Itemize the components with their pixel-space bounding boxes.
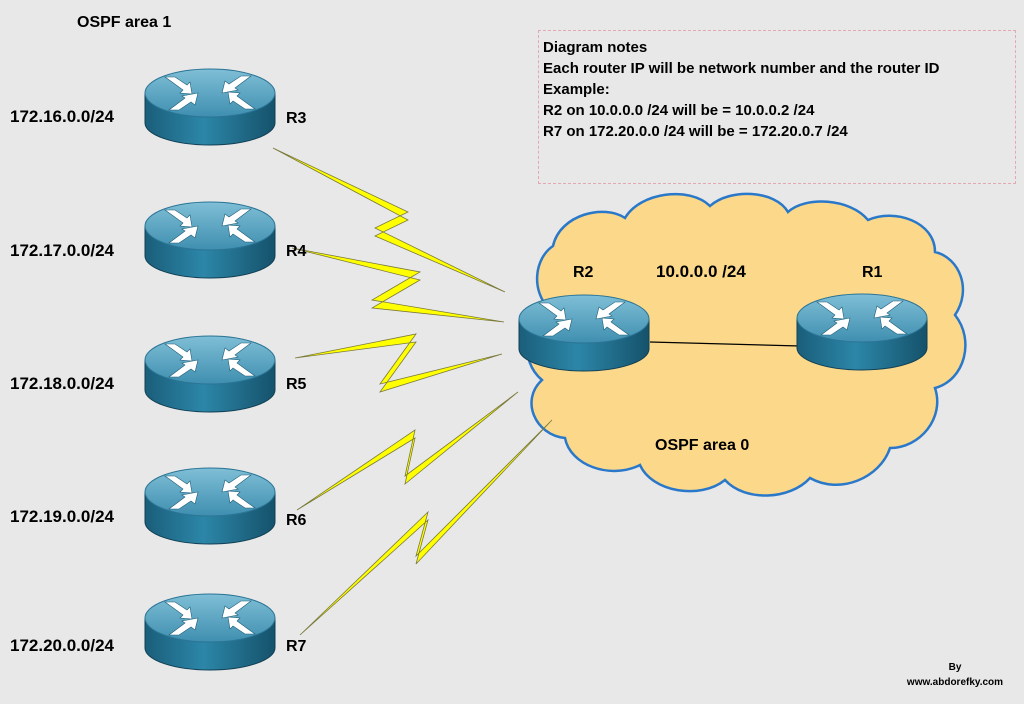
notes-line: Each router IP will be network number an… xyxy=(543,60,940,77)
notes-title: Diagram notes xyxy=(543,39,648,56)
credit: By www.abdorefky.com xyxy=(880,660,1024,690)
router-icon[interactable] xyxy=(796,293,928,371)
router-name-r4: R4 xyxy=(286,243,307,260)
router-icon[interactable] xyxy=(144,467,276,545)
area0-label: OSPF area 0 xyxy=(655,437,749,454)
router-icon[interactable] xyxy=(144,68,276,146)
router-name-r5: R5 xyxy=(286,376,307,393)
credit-by: By xyxy=(948,662,962,673)
ethernet-link-icon xyxy=(649,341,801,347)
serial-link-icon xyxy=(272,147,506,293)
notes-line: Example: xyxy=(543,81,610,98)
serial-links xyxy=(272,147,553,636)
router-name-r1: R1 xyxy=(862,264,883,281)
serial-link-icon xyxy=(299,419,553,636)
serial-link-icon xyxy=(296,391,519,511)
network-label-r5: 172.18.0.0/24 xyxy=(10,374,115,393)
router-icon[interactable] xyxy=(144,201,276,279)
router-icon[interactable] xyxy=(144,593,276,671)
credit-site[interactable]: www.abdorefky.com xyxy=(906,677,1004,688)
area1-title: OSPF area 1 xyxy=(77,14,171,31)
notes-line: R2 on 10.0.0.0 /24 will be = 10.0.0.2 /2… xyxy=(543,102,815,119)
serial-link-icon xyxy=(294,333,503,393)
diagram-notes: Diagram notes Each router IP will be net… xyxy=(538,30,1016,184)
router-name-r3: R3 xyxy=(286,110,307,127)
router-icon[interactable] xyxy=(144,335,276,413)
router-name-r2: R2 xyxy=(573,264,594,281)
network-label-r4: 172.17.0.0/24 xyxy=(10,241,115,260)
backbone-network-label: 10.0.0.0 /24 xyxy=(656,262,746,281)
serial-link-icon xyxy=(291,247,505,323)
network-label-r3: 172.16.0.0/24 xyxy=(10,107,115,126)
network-label-r7: 172.20.0.0/24 xyxy=(10,636,115,655)
router-name-r7: R7 xyxy=(286,638,307,655)
router-icon[interactable] xyxy=(518,294,650,372)
router-name-r6: R6 xyxy=(286,512,307,529)
notes-line: R7 on 172.20.0.0 /24 will be = 172.20.0.… xyxy=(543,123,848,140)
network-label-r6: 172.19.0.0/24 xyxy=(10,507,115,526)
